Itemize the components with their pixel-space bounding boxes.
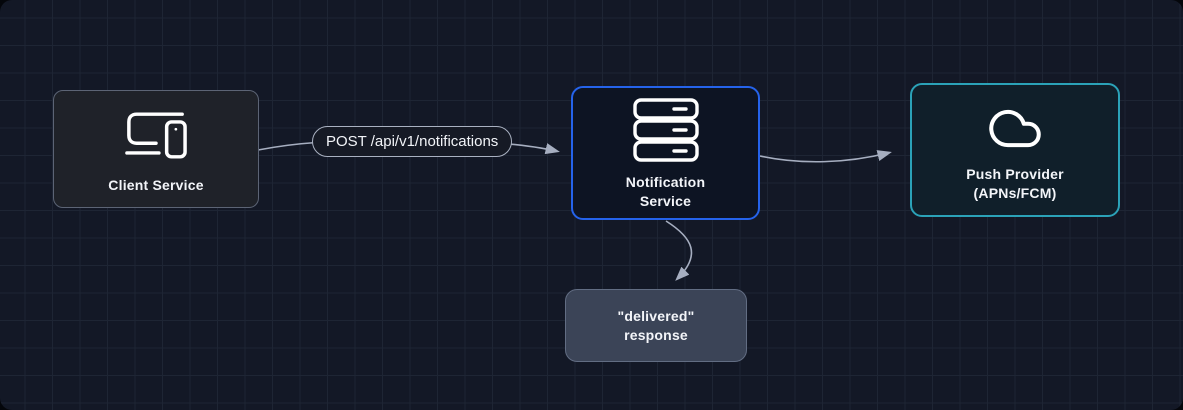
node-label-push-provider: Push Provider (APNs/FCM) bbox=[966, 165, 1064, 201]
node-label-client-service: Client Service bbox=[108, 176, 204, 193]
node-notification-service[interactable]: Notification Service bbox=[571, 86, 760, 220]
devices-icon bbox=[125, 110, 187, 161]
node-push-provider[interactable]: Push Provider (APNs/FCM) bbox=[910, 83, 1120, 217]
edge-label-post-notifications[interactable]: POST /api/v1/notifications bbox=[312, 126, 513, 157]
cloud-icon bbox=[980, 100, 1050, 157]
node-delivered-response[interactable]: "delivered" response bbox=[565, 289, 747, 362]
edge-notification-to-push[interactable] bbox=[759, 150, 892, 163]
node-label-notification-service: Notification Service bbox=[625, 173, 706, 209]
node-client-service[interactable]: Client Service bbox=[53, 90, 259, 208]
server-stack-icon bbox=[632, 97, 699, 162]
edge-notification-to-delivered[interactable] bbox=[665, 220, 693, 281]
node-label-delivered-response: "delivered" response bbox=[617, 307, 695, 343]
